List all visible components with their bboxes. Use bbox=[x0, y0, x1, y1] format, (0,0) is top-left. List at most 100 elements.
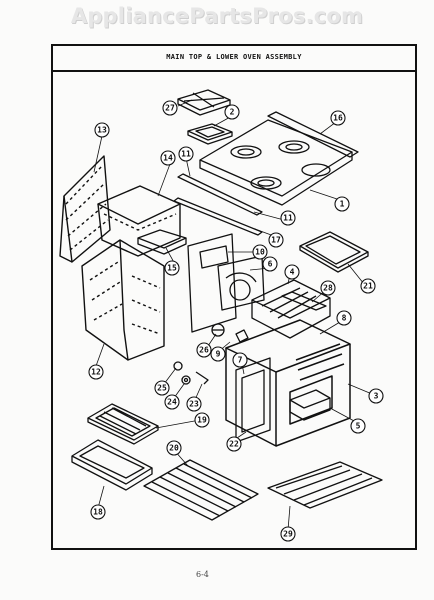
callout-circle bbox=[350, 418, 366, 434]
callout-number: 11 bbox=[283, 214, 293, 223]
callout-number: 20 bbox=[169, 444, 179, 453]
part-24-washer bbox=[181, 375, 191, 385]
callout-number: 3 bbox=[374, 392, 379, 401]
callout-circle bbox=[268, 232, 284, 248]
callout-11: 11 bbox=[280, 210, 296, 226]
part-1-cooktop bbox=[199, 119, 353, 206]
callout-circle bbox=[262, 256, 278, 272]
part-14-insulation bbox=[97, 185, 181, 257]
callout-number: 23 bbox=[189, 400, 199, 409]
callout-9: 9 bbox=[210, 346, 226, 362]
callout-10: 10 bbox=[252, 244, 268, 260]
callout-number: 16 bbox=[333, 114, 343, 123]
callout-18: 18 bbox=[90, 504, 106, 520]
part-21-tray bbox=[299, 231, 369, 273]
callout-circle bbox=[94, 122, 110, 138]
callout-25: 25 bbox=[154, 380, 170, 396]
callout-23: 23 bbox=[186, 396, 202, 412]
part-10-back-panel bbox=[187, 233, 237, 333]
callout-13: 13 bbox=[94, 122, 110, 138]
callout-15: 15 bbox=[164, 260, 180, 276]
callout-circle bbox=[160, 150, 176, 166]
callout-17: 17 bbox=[268, 232, 284, 248]
callout-circle bbox=[320, 280, 336, 296]
callout-19: 19 bbox=[194, 412, 210, 428]
part-11-trims bbox=[173, 173, 263, 236]
callout-number: 27 bbox=[165, 104, 175, 113]
callout-circle bbox=[232, 352, 248, 368]
callout-29: 29 bbox=[280, 526, 296, 542]
callout-number: 17 bbox=[271, 236, 281, 245]
callout-circle bbox=[90, 504, 106, 520]
callout-5: 5 bbox=[350, 418, 366, 434]
callout-circle bbox=[224, 104, 240, 120]
part-16-trim bbox=[267, 111, 359, 158]
callout-24: 24 bbox=[164, 394, 180, 410]
diagram-title: MAIN TOP & LOWER OVEN ASSEMBLY bbox=[166, 53, 302, 61]
callout-circle bbox=[164, 260, 180, 276]
part-15-bracket bbox=[137, 229, 187, 255]
part-3-oven-box bbox=[225, 319, 351, 447]
callout-28: 28 bbox=[320, 280, 336, 296]
callout-16: 16 bbox=[330, 110, 346, 126]
callout-circle bbox=[360, 278, 376, 294]
callout-number: 8 bbox=[342, 314, 347, 323]
callout-number: 28 bbox=[323, 284, 333, 293]
callout-22: 22 bbox=[226, 436, 242, 452]
callout-number: 12 bbox=[91, 368, 101, 377]
callout-4: 4 bbox=[284, 264, 300, 280]
callout-26: 26 bbox=[196, 342, 212, 358]
callout-12: 12 bbox=[88, 364, 104, 380]
callout-circle bbox=[368, 388, 384, 404]
callout-number: 26 bbox=[199, 346, 209, 355]
part-26-fitting bbox=[211, 323, 225, 337]
callout-number: 1 bbox=[340, 200, 345, 209]
callout-circle bbox=[196, 342, 212, 358]
callout-number: 14 bbox=[163, 154, 173, 163]
part-2-burner-base bbox=[187, 123, 233, 145]
callout-number: 18 bbox=[93, 508, 103, 517]
callout-circle bbox=[186, 396, 202, 412]
callout-circle bbox=[154, 380, 170, 396]
callout-27: 27 bbox=[162, 100, 178, 116]
callout-circle bbox=[210, 346, 226, 362]
callout-number: 11 bbox=[181, 150, 191, 159]
callout-21: 21 bbox=[360, 278, 376, 294]
part-23-tube bbox=[195, 371, 209, 385]
callout-circle bbox=[178, 146, 194, 162]
part-12-insulation bbox=[81, 239, 165, 361]
callout-circle bbox=[252, 244, 268, 260]
callout-circle bbox=[284, 264, 300, 280]
callout-11: 11 bbox=[178, 146, 194, 162]
callout-number: 10 bbox=[255, 248, 265, 257]
callout-circle bbox=[330, 110, 346, 126]
footer-mark: 6-4 bbox=[196, 570, 209, 579]
callout-number: 5 bbox=[356, 422, 361, 431]
callout-number: 25 bbox=[157, 384, 167, 393]
part-28-strip bbox=[281, 291, 327, 311]
part-25-knob bbox=[173, 361, 183, 371]
part-18-broiler-pan bbox=[71, 439, 153, 491]
callout-6: 6 bbox=[262, 256, 278, 272]
callout-circle bbox=[334, 196, 350, 212]
callout-20: 20 bbox=[166, 440, 182, 456]
callout-circle bbox=[280, 210, 296, 226]
callout-2: 2 bbox=[224, 104, 240, 120]
callout-circle bbox=[166, 440, 182, 456]
part-13-insulation bbox=[59, 155, 111, 263]
callout-number: 6 bbox=[268, 260, 273, 269]
callout-circle bbox=[280, 526, 296, 542]
callout-3: 3 bbox=[368, 388, 384, 404]
callout-number: 4 bbox=[290, 268, 295, 277]
part-29-rack-support bbox=[267, 461, 383, 509]
callout-circle bbox=[226, 436, 242, 452]
part-6-duct bbox=[217, 255, 265, 311]
callout-number: 7 bbox=[238, 356, 243, 365]
callout-circle bbox=[336, 310, 352, 326]
callout-8: 8 bbox=[336, 310, 352, 326]
watermark: AppliancePartsPros.com bbox=[70, 4, 364, 28]
part-20-oven-rack bbox=[143, 459, 259, 521]
part-9-fitting bbox=[235, 329, 249, 343]
